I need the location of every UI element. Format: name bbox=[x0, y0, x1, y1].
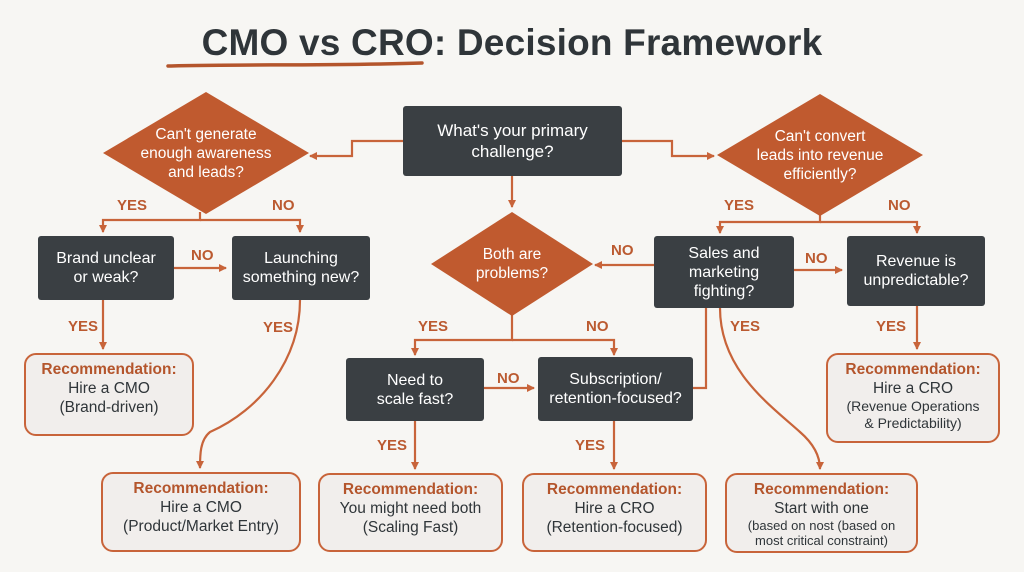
recommendation-cro-revops: Recommendation: Hire a CRO (Revenue Oper… bbox=[826, 353, 1000, 443]
recommendation-cmo-brand: Recommendation: Hire a CMO (Brand-driven… bbox=[24, 353, 194, 436]
start-question-box: What's your primary challenge? bbox=[403, 106, 622, 176]
brand-unclear-box: Brand unclear or weak? bbox=[38, 236, 174, 300]
decision-both: Both are problems? bbox=[431, 212, 593, 316]
title-underline bbox=[166, 61, 424, 68]
yes-label: YES bbox=[377, 437, 408, 454]
revenue-unpredictable-box: Revenue is unpredictable? bbox=[847, 236, 985, 306]
recommendation-body: Hire a CRO (Retention-focused) bbox=[546, 500, 683, 536]
yes-label: YES bbox=[876, 318, 907, 335]
page-title: CMO vs CRO: Decision Framework bbox=[201, 22, 823, 63]
no-label: NO bbox=[805, 250, 828, 267]
recommendation-both: Recommendation: You might need both (Sca… bbox=[318, 473, 503, 552]
recommendation-note: (based on nost (based on most critical c… bbox=[747, 518, 896, 548]
launching-new-box: Launching something new? bbox=[232, 236, 370, 300]
no-label: NO bbox=[497, 370, 520, 387]
subscription-box: Subscription/ retention-focused? bbox=[538, 357, 693, 421]
recommendation-body: You might need both (Scaling Fast) bbox=[339, 500, 482, 536]
decision-convert-text: Can't convert leads into revenue efficie… bbox=[756, 127, 884, 183]
recommendation-heading: Recommendation: bbox=[342, 481, 479, 498]
recommendation-body: Hire a CRO bbox=[872, 380, 954, 397]
no-label: NO bbox=[888, 197, 911, 214]
recommendation-heading: Recommendation: bbox=[41, 361, 177, 378]
yes-label: YES bbox=[575, 437, 606, 454]
recommendation-note: (Revenue Operations & Predictability) bbox=[846, 398, 980, 431]
yes-label: YES bbox=[68, 318, 99, 335]
decision-awareness: Can't generate enough awareness and lead… bbox=[103, 92, 309, 214]
sales-marketing-box: Sales and marketing fighting? bbox=[654, 236, 794, 308]
no-label: NO bbox=[586, 318, 609, 335]
no-label: NO bbox=[191, 247, 214, 264]
no-label: NO bbox=[272, 197, 295, 214]
recommendation-cmo-product: Recommendation: Hire a CMO (Product/Mark… bbox=[101, 472, 301, 552]
recommendation-cro-retention: Recommendation: Hire a CRO (Retention-fo… bbox=[522, 473, 707, 552]
need-scale-box: Need to scale fast? bbox=[346, 358, 484, 421]
recommendation-body: Start with one bbox=[774, 500, 869, 517]
recommendation-start-one: Recommendation: Start with one (based on… bbox=[725, 473, 918, 553]
decision-awareness-text: Can't generate enough awareness and lead… bbox=[140, 125, 272, 181]
yes-label: YES bbox=[724, 197, 755, 214]
yes-label: YES bbox=[418, 318, 449, 335]
recommendation-heading: Recommendation: bbox=[133, 480, 269, 497]
decision-convert: Can't convert leads into revenue efficie… bbox=[717, 94, 923, 216]
recommendation-heading: Recommendation: bbox=[845, 361, 981, 378]
yes-label: YES bbox=[263, 319, 294, 336]
yes-label: YES bbox=[730, 318, 761, 335]
recommendation-heading: Recommendation: bbox=[546, 481, 683, 498]
decision-both-text: Both are problems? bbox=[475, 246, 549, 282]
no-label: NO bbox=[611, 242, 634, 259]
recommendation-body: Hire a CMO (Product/Market Entry) bbox=[123, 499, 279, 535]
recommendation-body: Hire a CMO (Brand-driven) bbox=[59, 380, 159, 416]
recommendation-heading: Recommendation: bbox=[753, 481, 890, 498]
yes-label: YES bbox=[117, 197, 148, 214]
